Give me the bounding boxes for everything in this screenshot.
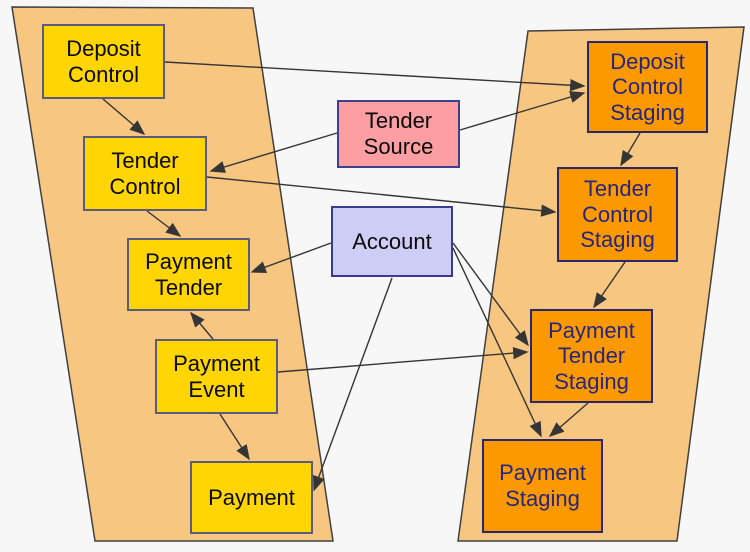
node-label-account: Account (352, 228, 432, 254)
node-payment-tender: Payment Tender (127, 238, 250, 311)
node-label-deposit-control: Deposit Control (66, 35, 141, 87)
edge-deposit-control-staging-to-tender-control-staging (620, 132, 641, 167)
node-label-deposit-control-staging: Deposit Control Staging (610, 48, 685, 125)
edge-tender-source-to-tender-control (209, 132, 338, 173)
edge-tender-control-to-tender-control-staging (206, 176, 557, 217)
node-tender-control: Tender Control (83, 136, 207, 211)
edge-account-to-payment-staging (452, 247, 542, 438)
node-tender-source: Tender Source (337, 100, 460, 168)
edge-payment-tender-staging-to-payment-staging (548, 402, 589, 438)
node-account: Account (331, 206, 453, 277)
edge-payment-event-to-payment-tender (190, 311, 214, 340)
node-label-payment-tender: Payment Tender (145, 248, 232, 300)
edge-account-to-payment (313, 277, 393, 492)
node-label-tender-control-staging: Tender Control Staging (580, 176, 655, 253)
node-deposit-control-staging: Deposit Control Staging (587, 41, 708, 133)
node-label-payment-staging: Payment Staging (499, 460, 586, 511)
node-tender-control-staging: Tender Control Staging (557, 167, 678, 262)
edge-deposit-control-to-deposit-control-staging (164, 61, 586, 92)
edge-payment-event-to-payment-tender-staging (277, 346, 529, 373)
node-label-payment-event: Payment Event (173, 350, 260, 402)
node-label-payment: Payment (208, 484, 295, 510)
edge-account-to-payment-tender (250, 242, 332, 274)
edge-account-to-payment-tender-staging (452, 242, 529, 347)
node-payment-tender-staging: Payment Tender Staging (530, 309, 653, 403)
edge-tender-source-to-deposit-control-staging (459, 91, 586, 131)
edge-tender-control-to-payment-tender (146, 210, 182, 237)
node-payment-staging: Payment Staging (482, 439, 603, 533)
node-deposit-control: Deposit Control (42, 24, 165, 99)
node-label-payment-tender-staging: Payment Tender Staging (548, 317, 635, 394)
node-payment-event: Payment Event (155, 339, 278, 414)
node-label-tender-source: Tender Source (363, 108, 434, 159)
edge-deposit-control-to-tender-control (102, 98, 146, 135)
edge-payment-event-to-payment (219, 413, 250, 461)
edge-tender-control-staging-to-payment-tender-staging (593, 261, 626, 309)
node-payment: Payment (190, 461, 313, 534)
node-label-tender-control: Tender Control (109, 147, 181, 199)
